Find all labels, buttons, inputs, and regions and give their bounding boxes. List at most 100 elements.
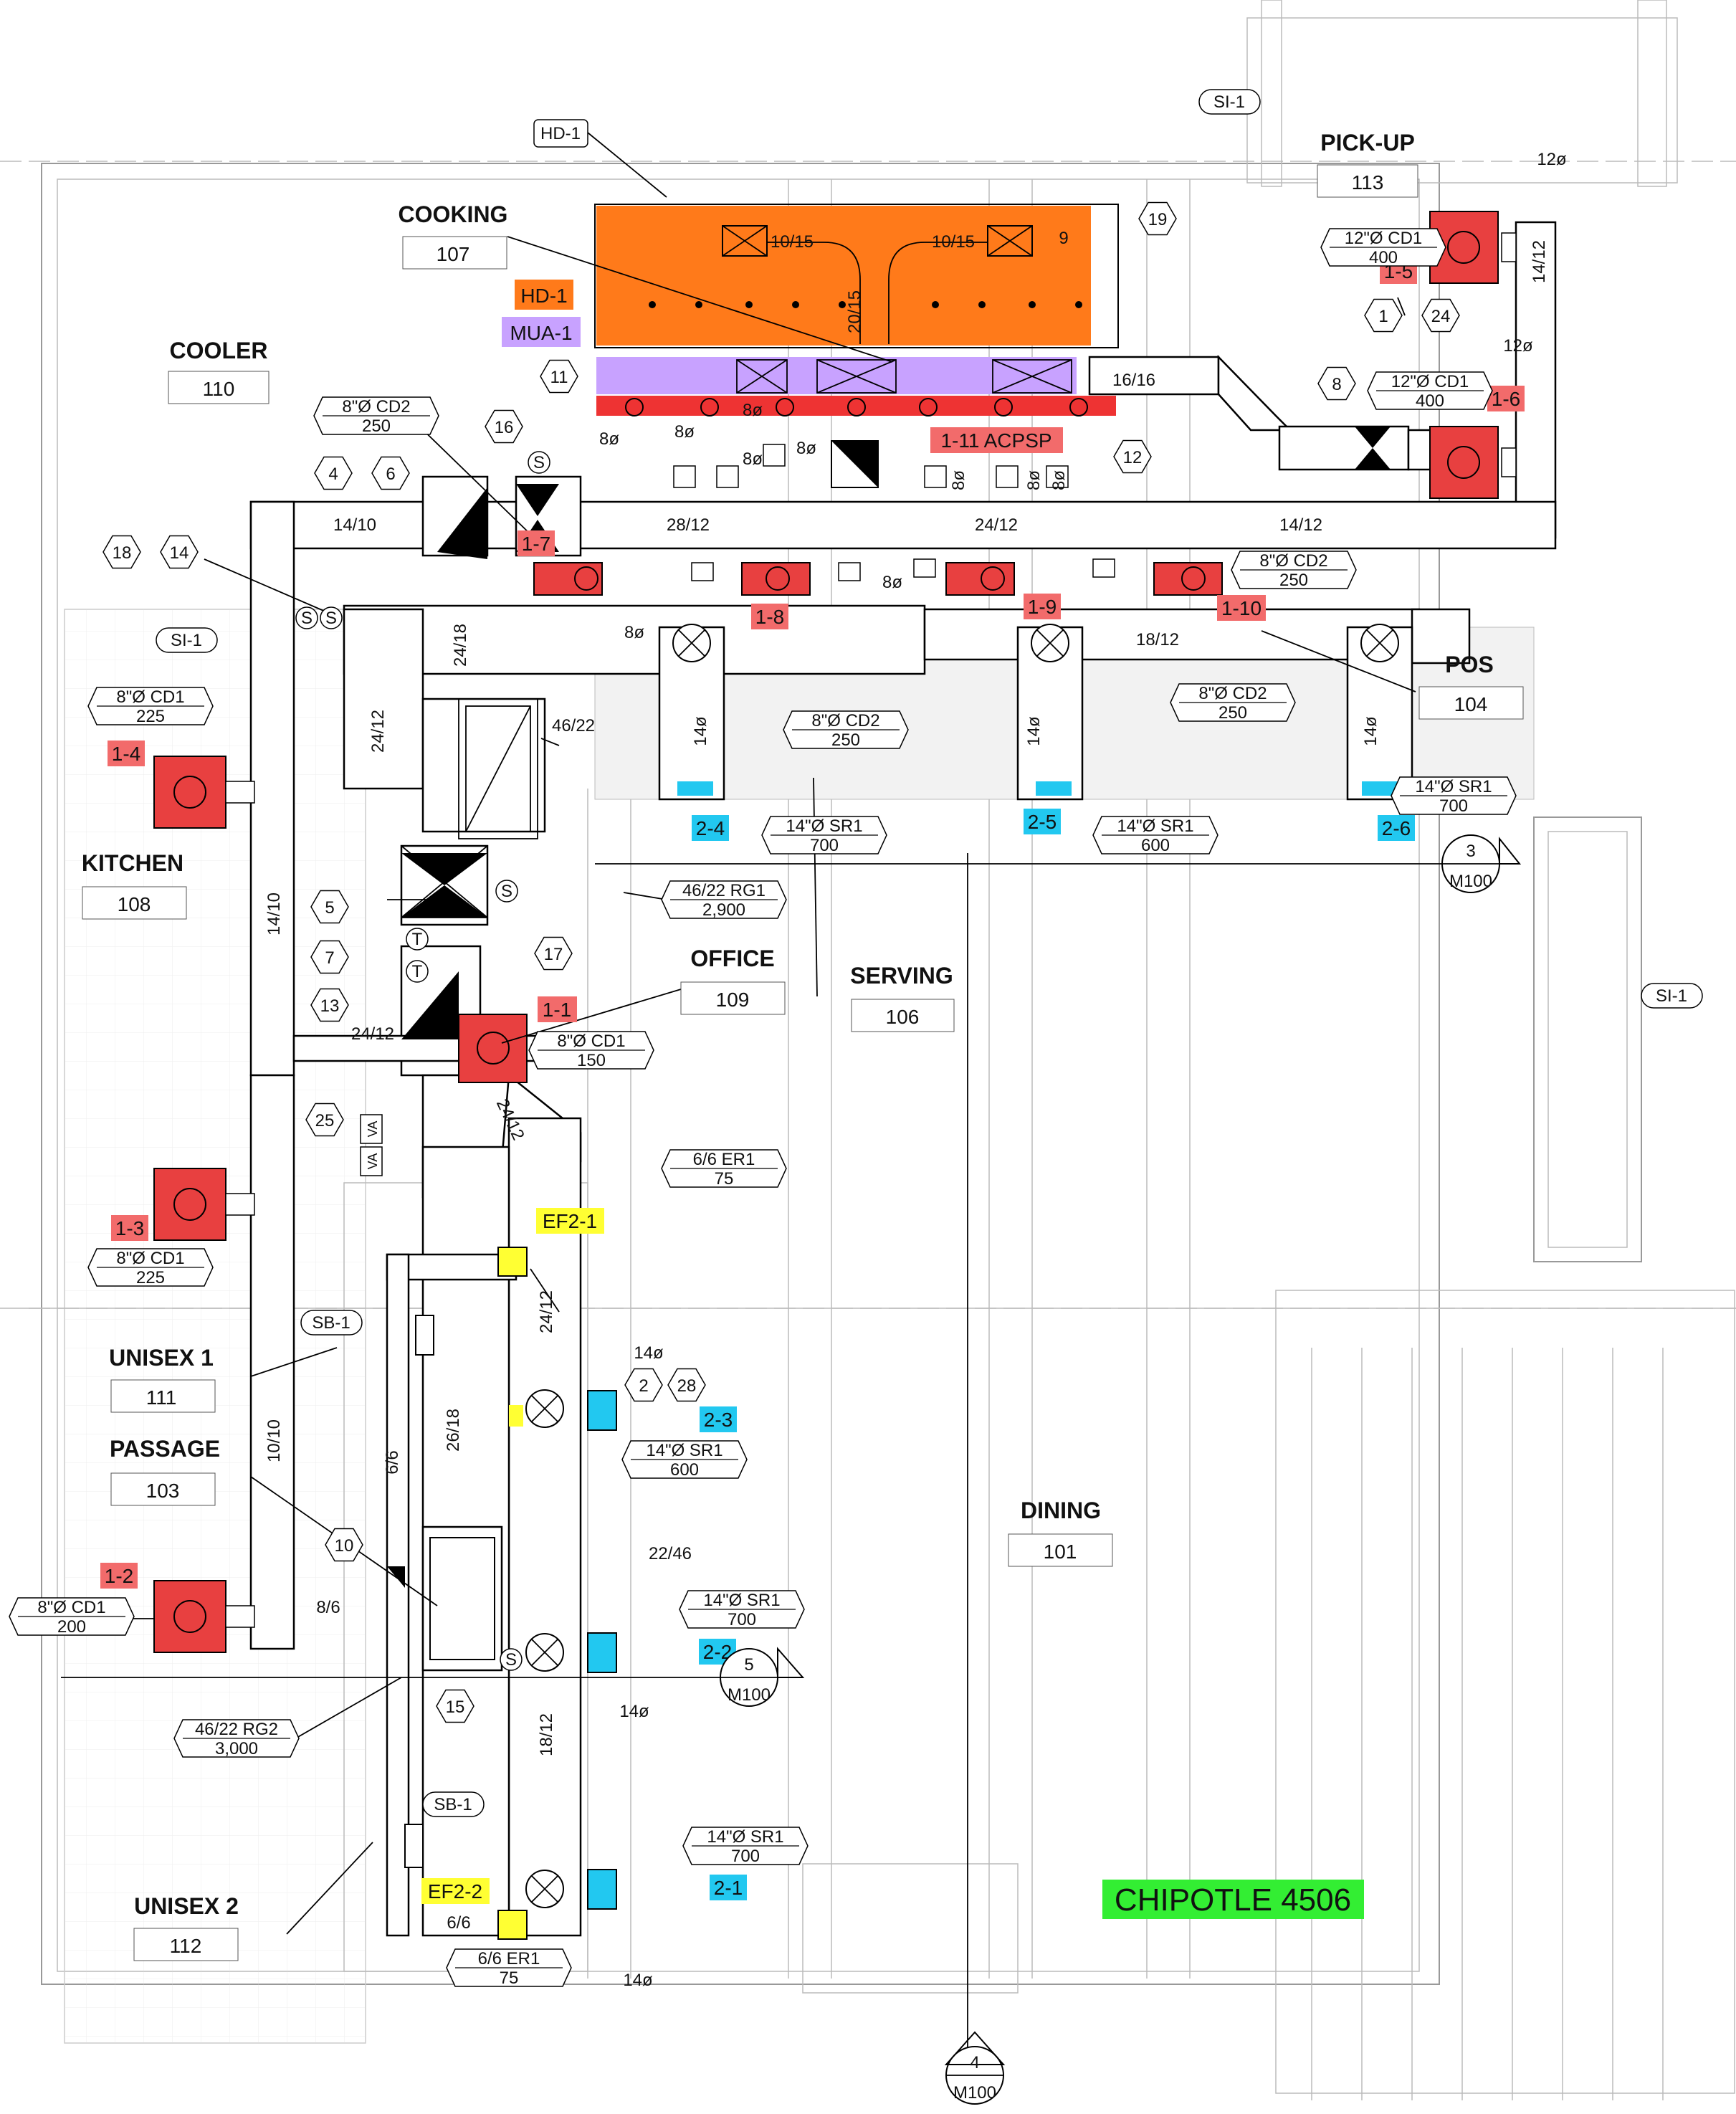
svg-text:4: 4 <box>328 465 338 484</box>
room-name: COOLER <box>170 338 268 363</box>
room-office: OFFICE 109 <box>680 946 786 1015</box>
diffuser-type: 8"Ø CD2 <box>1198 684 1267 703</box>
svg-text:19: 19 <box>1148 210 1168 229</box>
svg-text:28: 28 <box>677 1376 697 1396</box>
keynote-hex: 14 <box>160 535 199 569</box>
room-number: 113 <box>1352 171 1384 194</box>
duct-size-label: 6/6 <box>383 1450 402 1474</box>
duct-size-label: 14ø <box>1361 716 1380 746</box>
room-passage: PASSAGE 103 <box>110 1436 220 1506</box>
keynote-hex: 10 <box>325 1528 363 1562</box>
svg-text:25: 25 <box>315 1111 335 1130</box>
diffuser-cfm: 225 <box>136 707 165 726</box>
diffuser-type: 12"Ø CD1 <box>1391 372 1469 391</box>
keynote-hex: 15 <box>436 1689 474 1723</box>
room-serving: SERVING 106 <box>850 963 955 1032</box>
diffuser-type: 8"Ø CD1 <box>116 1249 184 1268</box>
diffuser-type: 14"Ø SR1 <box>1415 777 1492 796</box>
diffuser-cfm: 150 <box>577 1051 606 1070</box>
keynote-hex: 2 <box>624 1368 663 1402</box>
room-kitchen: KITCHEN 108 <box>82 850 187 920</box>
tag-2-3: 2-3 <box>704 1409 733 1431</box>
svg-text:7: 7 <box>325 948 334 968</box>
duct-size-label: 24/12 <box>537 1290 556 1333</box>
diffuser-type: 8"Ø CD1 <box>116 687 184 707</box>
ductwork <box>249 221 1557 1937</box>
keynote-hex: 12 <box>1113 439 1152 474</box>
duct-size-label: 14ø <box>1024 716 1044 746</box>
keynote-hex: 17 <box>534 936 573 971</box>
keynote-hex: 1 <box>1364 298 1403 333</box>
svg-text:T: T <box>412 930 423 949</box>
duct-size-label: 24/12 <box>975 515 1018 535</box>
tag-1-10: 1-10 <box>1221 597 1262 619</box>
tag-1-9: 1-9 <box>1028 596 1057 618</box>
room-name: OFFICE <box>690 946 774 971</box>
room-pos: POS 104 <box>1418 652 1524 720</box>
room-number: 106 <box>886 1006 920 1028</box>
diffuser-cfm: 2,900 <box>702 900 745 920</box>
svg-text:S: S <box>301 609 313 628</box>
smoke-detector-symbol: S <box>495 880 518 903</box>
diffuser-type: 6/6 ER1 <box>693 1150 755 1169</box>
duct-size-label: 46/22 <box>552 716 595 735</box>
duct-size-label: 8ø <box>949 470 968 490</box>
diffuser-type: 14"Ø SR1 <box>703 1591 780 1610</box>
diffuser-cfm: 3,000 <box>215 1739 258 1758</box>
keynote-hex: 11 <box>540 359 578 394</box>
keynote-hex: 24 <box>1421 298 1460 333</box>
diffuser-cfm: 700 <box>731 1847 760 1866</box>
callout-hd1: HD-1 <box>540 124 581 143</box>
diffuser-type: 8"Ø CD2 <box>811 711 879 730</box>
room-name: UNISEX 2 <box>134 1893 239 1919</box>
diffuser-cfm: 400 <box>1369 248 1398 267</box>
duct-size-label: 14ø <box>691 716 710 746</box>
section-marks: 3 M100 5 M100 4 M100 <box>720 834 1522 2105</box>
room-name: DINING <box>1021 1498 1101 1523</box>
diffuser-cfm: 250 <box>362 416 391 436</box>
diffuser-cfm: 600 <box>670 1460 699 1480</box>
room-number: 104 <box>1454 693 1488 715</box>
duct-size-label: 20/15 <box>845 290 864 333</box>
duct-size-label: 14ø <box>634 1343 664 1363</box>
svg-text:5: 5 <box>325 898 334 918</box>
diffuser-cfm: 250 <box>1218 703 1247 723</box>
smoke-detector-symbol: S <box>295 606 318 629</box>
tag-2-6: 2-6 <box>1382 817 1411 839</box>
duct-size-label: 8ø <box>674 422 695 442</box>
duct-size-label: 24/12 <box>368 710 388 753</box>
keynote-hex: 4 <box>314 456 353 490</box>
room-name: SERVING <box>850 963 953 989</box>
tag-mua1: MUA-1 <box>510 322 572 344</box>
svg-text:VA: VA <box>366 1153 380 1170</box>
room-number: 111 <box>146 1386 177 1409</box>
duct-size-label: 14ø <box>623 1971 653 1990</box>
svg-text:8: 8 <box>1332 375 1341 394</box>
svg-text:3: 3 <box>1466 842 1475 861</box>
tag-2-5: 2-5 <box>1028 811 1057 833</box>
diffuser-type: 46/22 RG1 <box>682 881 766 900</box>
diffuser-cfm: 700 <box>810 836 839 855</box>
duct-size-label: 14/10 <box>264 892 284 935</box>
duct-size-label: 10/15 <box>932 232 975 252</box>
duct-size-label: 6/6 <box>447 1913 470 1933</box>
room-name: UNISEX 1 <box>109 1345 214 1371</box>
tag-1-8: 1-8 <box>755 606 784 628</box>
duct-size-label: 14/12 <box>1279 515 1322 535</box>
tag-hd1: HD-1 <box>520 285 567 307</box>
hood-hd1-body <box>596 206 1091 346</box>
room-pickup: PICK-UP 113 <box>1317 130 1418 198</box>
keynote-hex: 8 <box>1317 366 1356 401</box>
duct-size-label: 8/6 <box>316 1598 340 1617</box>
